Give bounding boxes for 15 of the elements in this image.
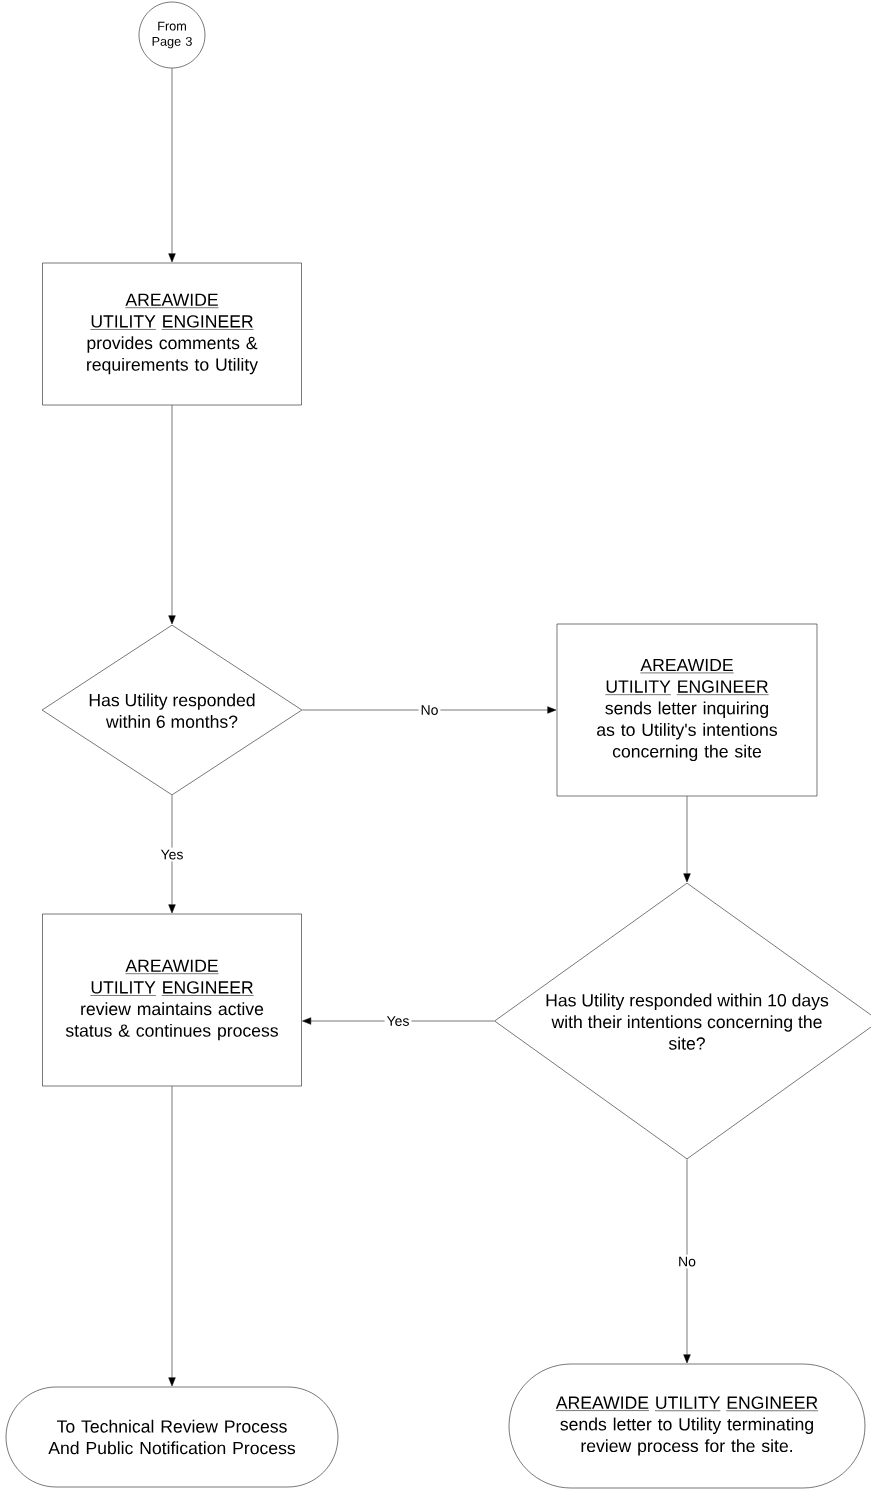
arrow bbox=[683, 1159, 691, 1364]
edge-label: No bbox=[418, 703, 441, 717]
arrow bbox=[168, 1086, 176, 1387]
arrow bbox=[302, 1017, 495, 1025]
edge-label: Yes bbox=[384, 1014, 412, 1028]
process-box: AREAWIDE UTILITY ENGINEER review maintains active status & continues process bbox=[42, 913, 302, 1087]
arrow bbox=[168, 795, 176, 914]
arrow bbox=[168, 68, 176, 263]
arrow bbox=[168, 405, 176, 625]
edge-label: Yes bbox=[158, 847, 186, 862]
edge-label: No bbox=[676, 1254, 698, 1269]
arrow bbox=[683, 796, 691, 883]
process-box: AREAWIDE UTILITY ENGINEER sends letter inquiring as to Utility's intentions concerning the site bbox=[556, 623, 818, 797]
process-box: AREAWIDE UTILITY ENGINEER provides comments & requirements to Utility bbox=[42, 262, 302, 406]
arrow bbox=[302, 706, 557, 714]
